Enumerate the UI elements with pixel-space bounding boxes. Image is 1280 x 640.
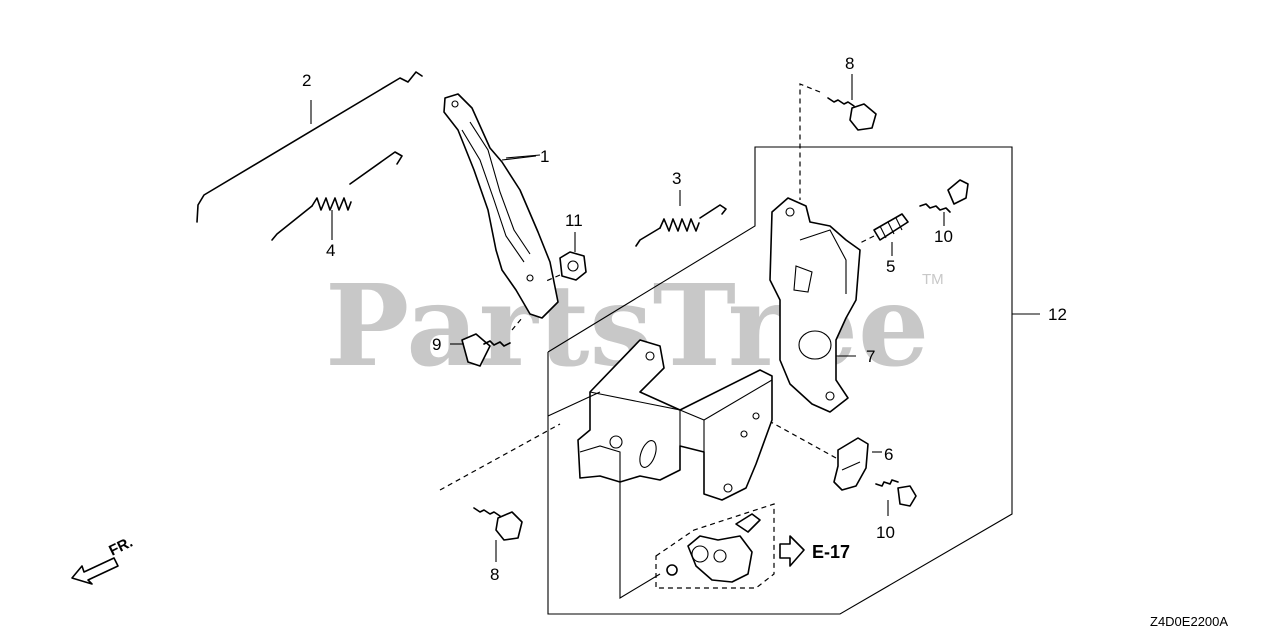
choke-subassembly <box>619 480 775 599</box>
callout-1: 1 <box>540 147 549 166</box>
leader-1 <box>505 154 541 159</box>
spring-3 <box>635 190 727 247</box>
spring-5 <box>857 213 909 256</box>
callout-6: 6 <box>884 445 893 464</box>
flange-bolt-8-top <box>799 74 877 200</box>
callout-10-bottom: 10 <box>876 523 895 542</box>
clip-6 <box>759 415 882 491</box>
callout-2: 2 <box>302 71 311 90</box>
flange-bolt-8-bottom <box>439 423 561 562</box>
callout-3: 3 <box>672 169 681 188</box>
diagram-code: Z4D0E2200A <box>1150 614 1228 629</box>
callout-11: 11 <box>565 211 583 230</box>
callout-12: 12 <box>1048 305 1067 324</box>
callout-7: 7 <box>866 347 875 366</box>
screw-9 <box>450 317 523 367</box>
reference-label: E-17 <box>812 542 850 562</box>
callout-9: 9 <box>432 335 441 354</box>
spring-4 <box>271 151 403 241</box>
watermark-trademark: TM <box>922 271 944 288</box>
governor-bracket <box>769 197 861 413</box>
front-label: FR. <box>106 534 135 560</box>
callout-10-top: 10 <box>934 227 953 246</box>
front-direction: FR. <box>71 534 135 585</box>
nut-11 <box>543 232 587 283</box>
callout-5: 5 <box>886 257 895 276</box>
control-base <box>547 339 773 501</box>
callout-8-top: 8 <box>845 54 854 73</box>
callout-4: 4 <box>326 241 335 260</box>
arrow-front-icon <box>71 557 119 585</box>
screw-10-top <box>919 179 969 226</box>
callout-8-bottom: 8 <box>490 565 499 584</box>
arrow-right-outline-icon <box>779 535 805 567</box>
governor-rod <box>196 71 423 223</box>
assembly-boundary <box>547 146 1013 615</box>
reference-arrow: E-17 <box>779 535 850 567</box>
control-lever <box>443 93 559 319</box>
screw-10-bottom <box>875 479 917 516</box>
